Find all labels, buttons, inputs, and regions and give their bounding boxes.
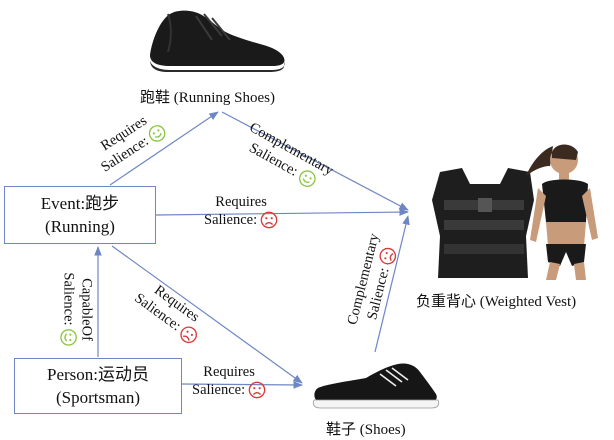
edge-salience-label: Salience: — [61, 272, 78, 326]
weighted-vest-caption: 负重背心 (Weighted Vest) — [416, 294, 577, 310]
edge-event-vest — [155, 208, 409, 216]
edge-label-event-runningshoes: Requires Salience: — [88, 107, 169, 177]
smile-icon — [60, 329, 77, 346]
edge-label-event-vest: Requires Salience: — [204, 194, 278, 229]
frown-icon — [180, 326, 198, 344]
person-node-subtitle: (Sportsman) — [55, 388, 141, 407]
smile-icon — [148, 125, 166, 142]
running-shoes-image — [150, 10, 285, 72]
shoes-caption: 鞋子 (Shoes) — [326, 422, 406, 438]
edge-runningshoes-vest — [221, 111, 409, 211]
edge-label-shoes-vest: Complementary Salience: — [344, 232, 401, 331]
edge-relation: Requires — [203, 364, 255, 380]
event-node-subtitle: (Running) — [45, 217, 115, 236]
frown-icon — [379, 247, 397, 265]
frown-icon — [248, 381, 266, 399]
edge-label-event-shoes: Requires Salience: — [131, 276, 212, 348]
edge-salience-label: Salience: — [192, 381, 246, 398]
edge-event-runningshoes — [109, 111, 219, 186]
person-node-title: Person:运动员 — [47, 365, 149, 384]
woman-figure-image — [526, 144, 598, 280]
edge-event-shoes — [111, 245, 303, 384]
event-node-title: Event:跑步 — [40, 194, 120, 213]
smile-icon — [298, 170, 316, 187]
running-shoes-caption: 跑鞋 (Running Shoes) — [140, 90, 276, 106]
edge-relation: CapableOf — [78, 278, 95, 341]
edge-relation: Requires — [215, 194, 267, 210]
event-node: Event:跑步 (Running) — [4, 186, 156, 244]
weighted-vest-image — [432, 168, 534, 278]
frown-icon — [260, 211, 278, 229]
edge-person-shoes — [181, 381, 303, 389]
edge-salience-label: Salience: — [204, 211, 258, 228]
person-node: Person:运动员 (Sportsman) — [14, 358, 182, 414]
edge-label-person-event: CapableOf Salience: — [60, 272, 95, 346]
edge-label-person-shoes: Requires Salience: — [192, 364, 266, 399]
edge-shoes-vest — [374, 215, 410, 353]
edge-label-runningshoes-vest: Complementary Salience: — [237, 120, 336, 196]
shoes-image — [312, 363, 440, 409]
